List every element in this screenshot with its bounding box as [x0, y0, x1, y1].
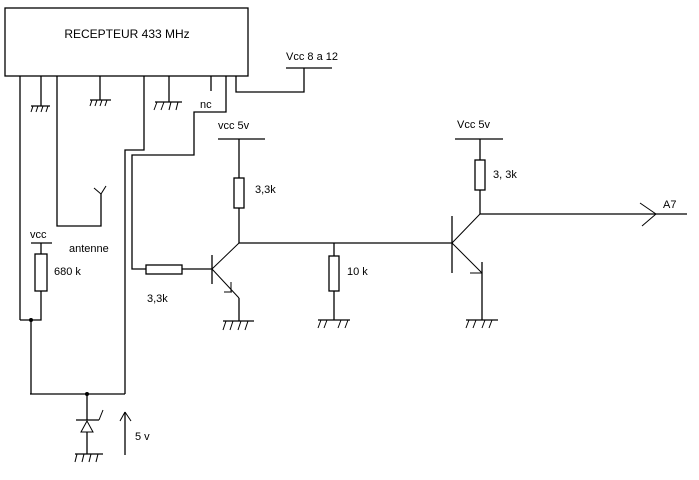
- resistor-10k: [328, 255, 340, 292]
- ground-icon: [153, 101, 182, 111]
- vcc-main-wire: [235, 68, 305, 93]
- receiver-pins: nc Vcc 8 a 12: [19, 51, 338, 394]
- receiver-box: [4, 7, 249, 77]
- zener-diode-icon: [76, 409, 104, 433]
- nc-label: nc: [200, 99, 212, 111]
- signal-wire: [131, 76, 227, 270]
- rc2-label: 3, 3k: [493, 169, 517, 181]
- stage2: Vcc 5v 3, 3k A7: [451, 119, 687, 329]
- resistor-collector1: [233, 177, 245, 209]
- ground-icon: [317, 319, 350, 329]
- receiver-module: RECEPTEUR 433 MHz: [4, 7, 249, 77]
- stage1: 3,3k vcc 5v 3,3k: [145, 120, 276, 331]
- vcc5v-stage1-label: vcc 5v: [218, 120, 250, 132]
- r10k-label: 10 k: [347, 266, 368, 278]
- resistor-collector2: [474, 159, 486, 191]
- data-wire: [124, 76, 145, 394]
- r680-label: 680 k: [54, 266, 81, 278]
- antenna-label: antenne: [69, 243, 109, 255]
- antenna-icon: [93, 185, 107, 195]
- vcc-zener-label: vcc: [30, 229, 47, 241]
- output-label: A7: [663, 199, 676, 211]
- receiver-title: RECEPTEUR 433 MHz: [64, 27, 189, 41]
- r680-wire-bottom: [20, 291, 42, 321]
- npn-transistor-icon: [451, 213, 483, 274]
- vcc5v-stage2-label: Vcc 5v: [457, 119, 491, 131]
- zener-section: vcc 680 k 5 v: [20, 229, 150, 463]
- npn-transistor-icon: [211, 242, 240, 299]
- output-arrow-icon: [639, 202, 657, 227]
- antenna-wire: [56, 76, 102, 227]
- zener-voltage-label: 5 v: [135, 431, 150, 443]
- voltage-arrow-icon: [119, 411, 132, 455]
- ground-icon: [89, 99, 111, 107]
- vcc-main-label: Vcc 8 a 12: [286, 51, 338, 63]
- rc1-label: 3,3k: [255, 184, 276, 196]
- resistor-base: [145, 264, 183, 275]
- ground-icon: [465, 319, 498, 329]
- pulldown: 10 k: [239, 242, 453, 329]
- ground-icon: [30, 105, 50, 113]
- resistor-680k: [34, 253, 48, 292]
- ground-icon: [222, 320, 254, 331]
- ground-icon: [74, 453, 103, 463]
- r-base-label: 3,3k: [147, 293, 168, 305]
